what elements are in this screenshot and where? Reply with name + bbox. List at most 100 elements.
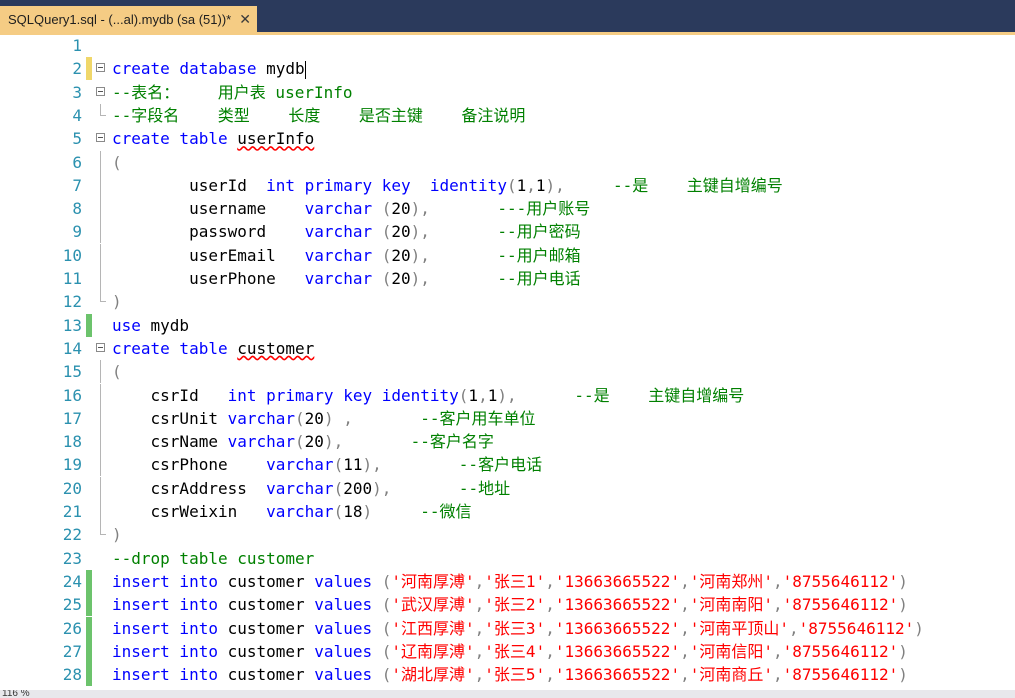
code-line[interactable]: 6( [0, 150, 1015, 174]
outline-guide [100, 243, 101, 267]
code-text: --drop table customer [112, 547, 314, 570]
code-token: ( [381, 245, 392, 265]
code-token: create table [112, 338, 238, 358]
code-token: 1 [468, 385, 479, 405]
code-token: --客户电话 [458, 455, 543, 475]
code-line[interactable]: 7 userId int primary key identity(1,1), … [0, 173, 1015, 197]
code-token: ), [410, 199, 498, 219]
code-token: , [545, 665, 555, 685]
outline-guide [100, 267, 101, 290]
code-token: , [680, 571, 690, 591]
code-token: 20 [391, 269, 411, 288]
code-token: ) [898, 595, 908, 615]
close-tab-icon[interactable]: ✕ [239, 10, 251, 27]
collapse-icon[interactable] [96, 63, 105, 73]
code-token: ( [295, 432, 305, 452]
outline-guide [100, 523, 106, 536]
code-token: '13663665522' [554, 618, 681, 638]
code-token: ( [381, 665, 392, 685]
code-token: '张三1' [484, 571, 546, 591]
code-token: , [789, 618, 799, 638]
code-token: ( [381, 199, 392, 219]
code-token: ) [112, 525, 122, 545]
code-text: userPhone varchar (20), --用户电话 [112, 267, 581, 290]
code-token: customer [227, 665, 315, 685]
code-token: , [773, 641, 783, 661]
collapse-icon[interactable] [96, 342, 105, 352]
code-token: 11 [343, 455, 363, 475]
code-text: --表名： 用户表 userInfo [112, 81, 353, 104]
code-line[interactable]: 15( [0, 360, 1015, 384]
code-line[interactable]: 21 csrWeixin varchar(18) --微信 [0, 500, 1015, 523]
code-token: ) , [323, 408, 421, 428]
zoom-level[interactable]: 116 % [2, 690, 30, 698]
outline-guide [100, 220, 101, 244]
code-text: use mydb [112, 314, 189, 337]
code-token: ( [381, 571, 392, 591]
code-token: ) [898, 641, 908, 661]
code-line[interactable]: 23--drop table customer [0, 547, 1015, 570]
code-token: 18 [343, 502, 363, 521]
code-text: ) [112, 523, 122, 546]
code-token: insert into [112, 571, 228, 591]
code-line[interactable]: 1 [0, 35, 1015, 57]
code-text: csrUnit varchar(20) , --客户用车单位 [112, 407, 536, 430]
code-line[interactable]: 11 userPhone varchar (20), --用户电话 [0, 267, 1015, 290]
code-line[interactable]: 9 password varchar (20), --用户密码 [0, 220, 1015, 244]
code-token: values [314, 571, 382, 591]
code-line[interactable]: 8 username varchar (20), ---用户账号 [0, 197, 1015, 221]
code-token: 200 [343, 478, 373, 498]
code-line[interactable]: 10 userEmail varchar (20), --用户邮箱 [0, 243, 1015, 267]
code-token: --客户名字 [410, 432, 494, 452]
code-line[interactable]: 20 csrAddress varchar(200), --地址 [0, 476, 1015, 500]
code-line[interactable]: 17 csrUnit varchar(20) , --客户用车单位 [0, 406, 1015, 430]
code-line[interactable]: 16 csrId int primary key identity(1,1), … [0, 383, 1015, 407]
code-token: '8755646112' [782, 571, 899, 591]
change-marker [86, 663, 92, 687]
code-line[interactable]: 12) [0, 290, 1015, 313]
code-token: int primary key identity [266, 175, 507, 195]
code-line[interactable]: 19 csrPhone varchar(11), --客户电话 [0, 453, 1015, 477]
code-token: ), [323, 432, 411, 452]
code-line[interactable]: 3 --表名： 用户表 userInfo [0, 81, 1015, 104]
code-line[interactable]: 22) [0, 523, 1015, 546]
code-token: ), [372, 478, 459, 498]
code-token: insert into [112, 618, 228, 638]
code-line[interactable]: 18 csrName varchar(20), --客户名字 [0, 430, 1015, 454]
collapse-icon[interactable] [96, 86, 105, 96]
code-line[interactable]: 4--字段名 类型 长度 是否主键 备注说明 [0, 103, 1015, 127]
code-text: csrPhone varchar(11), --客户电话 [112, 453, 543, 476]
code-token: --用户密码 [497, 222, 581, 242]
code-token: csrUnit [112, 408, 228, 428]
code-token: '张三4' [484, 641, 546, 661]
collapse-icon[interactable] [96, 133, 105, 143]
document-tab-bar: SQLQuery1.sql - (...al).mydb (sa (51))* … [0, 0, 1015, 32]
code-token: ( [333, 502, 344, 521]
code-token: use [112, 315, 151, 335]
code-token: , [474, 595, 485, 615]
code-text: ( [112, 360, 122, 383]
code-text: userId int primary key identity(1,1), --… [112, 174, 783, 197]
code-token: '河南信阳' [689, 641, 773, 661]
code-token: '河南商丘' [689, 665, 773, 685]
document-tab[interactable]: SQLQuery1.sql - (...al).mydb (sa (51))* … [0, 6, 257, 32]
code-token: '13663665522' [554, 665, 681, 685]
code-token: --字段名 类型 长度 是否主键 备注说明 [112, 105, 526, 125]
line-number: 3 [72, 82, 82, 102]
code-token: ) [362, 502, 421, 521]
code-token: csrAddress [112, 478, 267, 498]
code-token: ), [545, 175, 613, 195]
line-number: 24 [62, 571, 82, 591]
code-token: ) [898, 571, 908, 591]
code-token: userId [189, 175, 267, 195]
